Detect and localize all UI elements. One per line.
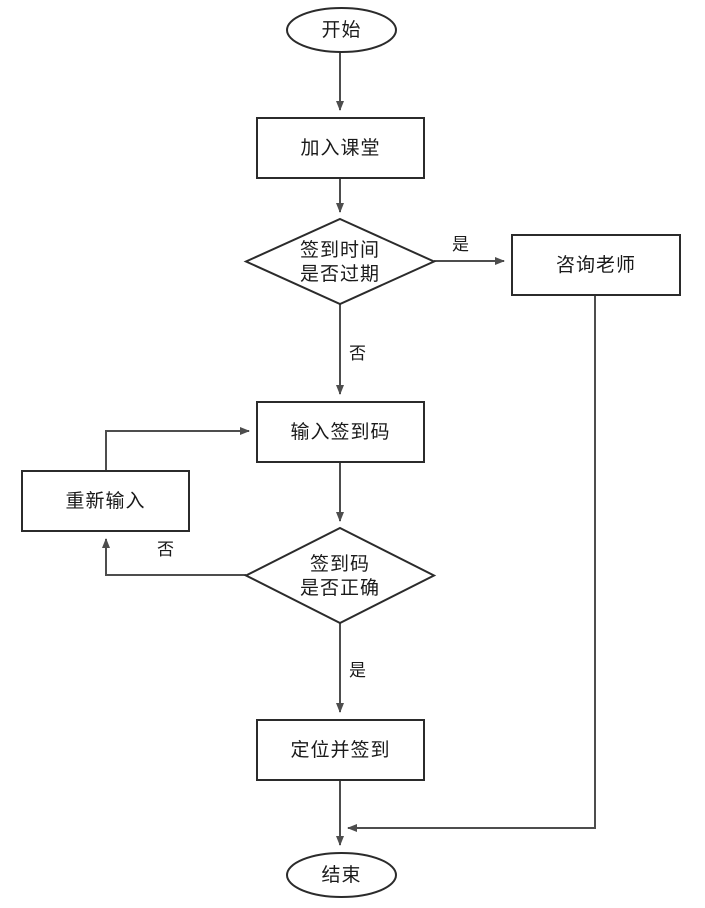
edge-label-expired-yes: 是	[452, 235, 470, 255]
node-input-code[interactable]	[256, 401, 425, 463]
node-time-expired[interactable]	[243, 217, 437, 306]
edge-label-expired-no: 否	[349, 344, 367, 364]
edge-label-code-no: 否	[157, 540, 175, 560]
edge-reinput-to-input-code	[105, 427, 250, 471]
node-end[interactable]	[286, 852, 397, 898]
node-reinput[interactable]	[21, 470, 190, 532]
node-join-class[interactable]	[256, 117, 425, 179]
node-locate-sign[interactable]	[256, 719, 425, 781]
edge-label-code-yes: 是	[349, 661, 367, 681]
edge-code-correct-no-to-reinput	[102, 538, 246, 576]
node-code-correct[interactable]	[243, 526, 437, 625]
node-start[interactable]	[286, 7, 397, 53]
node-ask-teacher[interactable]	[511, 234, 681, 296]
edge-ask-teacher-to-end	[347, 295, 596, 832]
